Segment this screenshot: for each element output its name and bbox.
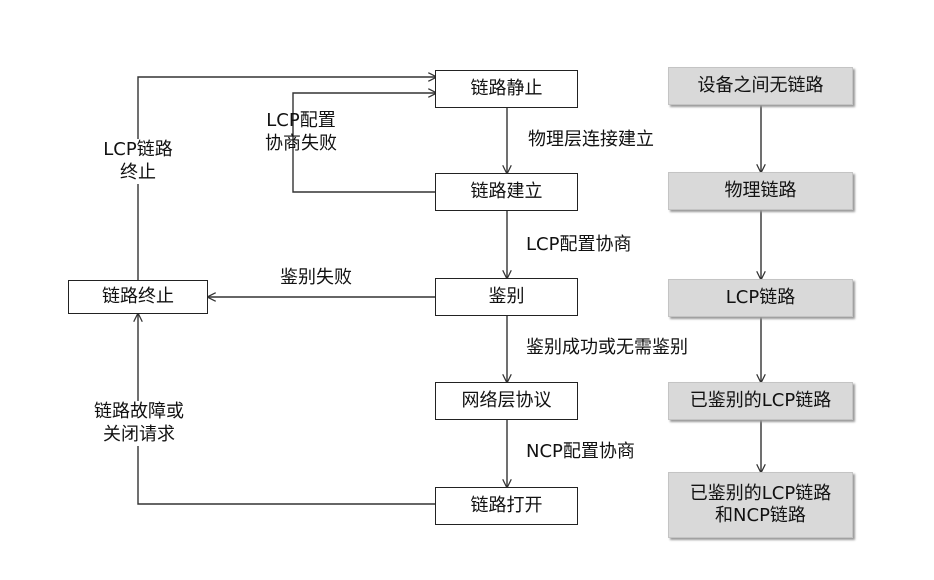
phase-lcp-link-label: LCP链路 — [725, 286, 796, 308]
state-network-protocol: 网络层协议 — [435, 382, 578, 420]
state-link-establish: 链路建立 — [435, 173, 578, 211]
state-link-dead-label: 链路静止 — [470, 78, 543, 100]
label-fault-line2: 关闭请求 — [103, 423, 175, 445]
state-link-establish-label: 链路建立 — [470, 181, 543, 203]
label-lcp-fail-line1: LCP配置 — [266, 110, 336, 131]
phase-physical-link: 物理链路 — [668, 172, 853, 210]
phase-physical-link-label: 物理链路 — [724, 179, 797, 201]
label-ncp-negotiate: NCP配置协商 — [526, 441, 635, 462]
state-link-dead: 链路静止 — [435, 70, 578, 108]
state-authenticate: 鉴别 — [435, 278, 578, 316]
phase-auth-lcp-link-label: 已鉴别的LCP链路 — [689, 389, 832, 411]
phase-no-link-label: 设备之间无链路 — [697, 74, 824, 96]
phase-auth-lcp-ncp-line1: 已鉴别的LCP链路 — [689, 482, 832, 504]
label-lcp-terminate: LCP链路 终止 — [88, 139, 188, 184]
phase-auth-lcp-ncp-line2: 和NCP链路 — [715, 505, 806, 526]
state-authenticate-label: 鉴别 — [488, 286, 525, 308]
phase-auth-lcp-link: 已鉴别的LCP链路 — [668, 382, 853, 420]
label-lcp-fail-line2: 协商失败 — [265, 132, 337, 154]
arrow-fault-to-terminate — [138, 314, 435, 505]
state-link-open-label: 链路打开 — [470, 495, 543, 517]
label-lcp-negotiate: LCP配置协商 — [526, 234, 632, 255]
label-lcp-terminate-line1: LCP链路 — [103, 139, 173, 160]
label-auth-fail: 鉴别失败 — [280, 267, 352, 288]
state-link-terminate-label: 链路终止 — [102, 286, 174, 308]
label-fault: 链路故障或 关闭请求 — [79, 401, 199, 446]
state-network-protocol-label: 网络层协议 — [461, 390, 552, 412]
state-link-terminate: 链路终止 — [68, 280, 208, 314]
label-physical-connect: 物理层连接建立 — [528, 129, 654, 150]
phase-auth-lcp-ncp-link: 已鉴别的LCP链路 和NCP链路 — [668, 472, 853, 538]
phase-no-link: 设备之间无链路 — [668, 67, 853, 105]
label-auth-success: 鉴别成功或无需鉴别 — [526, 337, 688, 358]
label-lcp-terminate-line2: 终止 — [120, 161, 156, 183]
label-fault-line1: 链路故障或 — [94, 401, 184, 422]
phase-lcp-link: LCP链路 — [668, 279, 853, 317]
arrow-lcp-fail-loop — [292, 93, 436, 193]
state-link-open: 链路打开 — [435, 487, 578, 525]
label-lcp-fail: LCP配置 协商失败 — [246, 110, 356, 155]
arrow-terminate-to-dead — [137, 77, 436, 280]
